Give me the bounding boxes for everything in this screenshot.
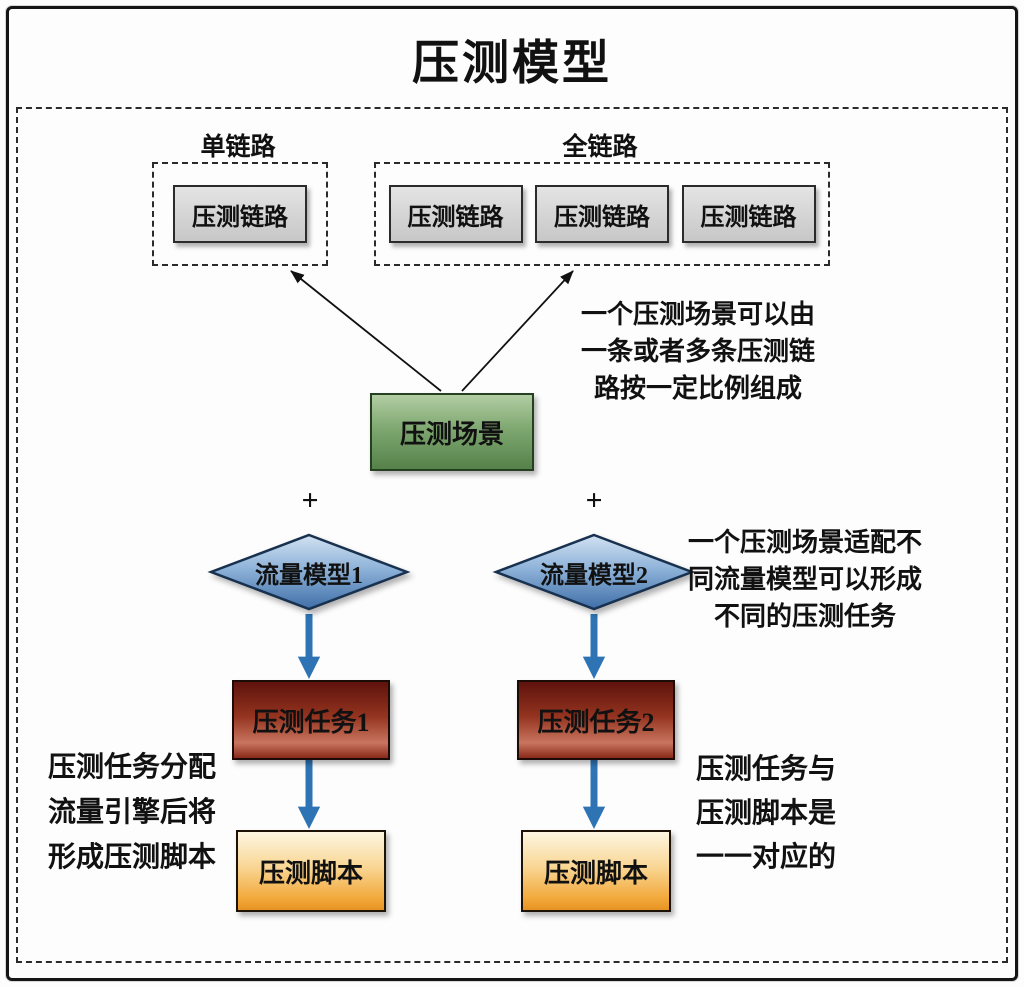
plus-sign-right: + [585, 484, 603, 517]
note-scenario-composition: 一个压测场景可以由 一条或者多条压测链 路按一定比例组成 [580, 300, 815, 403]
diagram-dashed-container [16, 107, 1008, 963]
scenario-node: 压测场景 [370, 393, 534, 471]
single-link-group: 压测链路 [152, 162, 328, 266]
task-2-node: 压测任务2 [517, 680, 675, 760]
traffic-model-2-diamond: 流量模型2 [492, 532, 696, 612]
task-1-node: 压测任务1 [232, 680, 390, 760]
chain-node: 压测链路 [681, 185, 816, 243]
note-task-to-script: 压测任务分配 流量引擎后将 形成压测脚本 [47, 752, 216, 873]
note-one-to-one-mapping: 压测任务与 压测脚本是 一一对应的 [695, 754, 836, 873]
diamond-shape-icon [207, 533, 411, 611]
chain-node: 压测链路 [173, 185, 307, 243]
script-1-node: 压测脚本 [236, 830, 386, 912]
plus-sign-left: + [301, 484, 319, 517]
script-2-node: 压测脚本 [521, 830, 671, 912]
full-link-group: 压测链路 压测链路 压测链路 [374, 162, 830, 266]
full-link-label: 全链路 [562, 134, 638, 161]
diagram-outer-frame [6, 6, 1018, 981]
chain-node: 压测链路 [535, 185, 669, 243]
traffic-model-1-label: 流量模型1 [255, 562, 363, 589]
diamond-shape-icon [492, 533, 696, 611]
traffic-model-2-label: 流量模型2 [540, 562, 648, 589]
diagram-title: 压测模型 [412, 38, 612, 90]
chain-node: 压测链路 [388, 185, 523, 243]
note-models-to-tasks: 一个压测场景适配不 同流量模型可以形成 不同的压测任务 [687, 528, 922, 631]
traffic-model-1-diamond: 流量模型1 [207, 532, 411, 612]
single-link-label: 单链路 [200, 134, 276, 161]
